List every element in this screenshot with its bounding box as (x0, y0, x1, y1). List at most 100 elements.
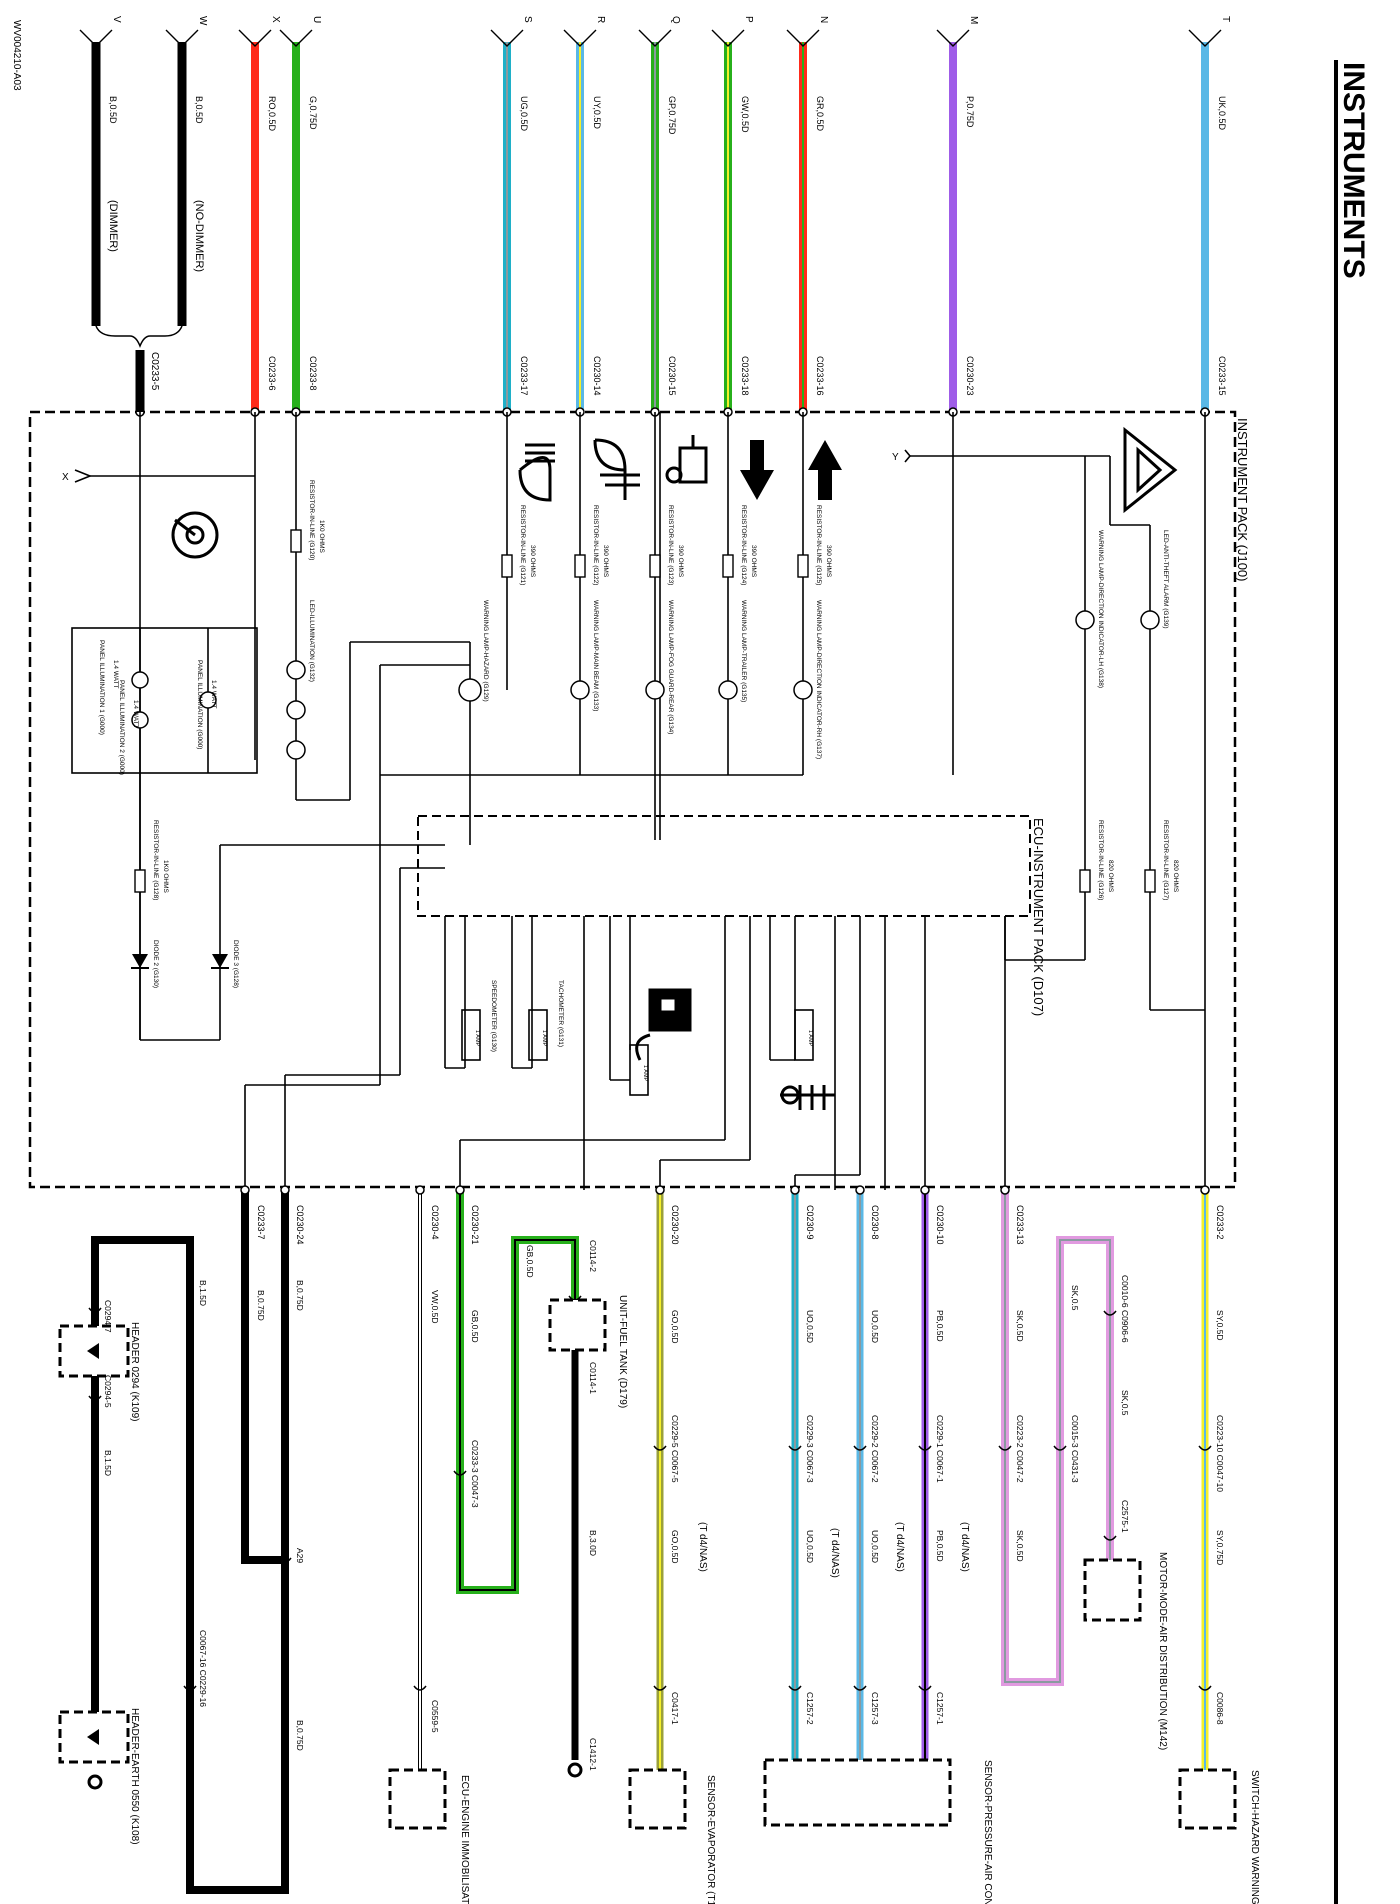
diode (212, 954, 228, 968)
lamp (570, 680, 590, 700)
resistor-value: 820 OHMS (1172, 860, 1179, 893)
wire-code-label: GB,0.5D (525, 1245, 535, 1278)
wire-code-label: SY,0.75D (1215, 1530, 1225, 1565)
splice-mark (653, 1445, 667, 1451)
lamp (718, 680, 738, 700)
connector-pin (455, 1185, 465, 1195)
diode (132, 954, 148, 968)
splice-mark (88, 1307, 102, 1313)
top-wire-letter: N (818, 16, 829, 23)
bottom-connector-label: C0230-8 (870, 1205, 880, 1240)
splice-mark (1103, 1310, 1117, 1316)
top-wire-code: GP,0.75D (667, 96, 677, 135)
panel-lamp-label: PANEL ILLUMINATION 2 (G000) (118, 680, 125, 775)
meter-value: 1 AMP (642, 1065, 648, 1082)
wire-code-label: VW,0.5D (430, 1290, 440, 1324)
splice-label: C0114-1 (588, 1362, 598, 1394)
lamp-label: WARNING LAMP-MAIN BEAM (G133) (592, 600, 599, 711)
splice-label: C0010-6 C0906-6 (1120, 1275, 1130, 1343)
wire-code-label: SK,0.5 (1070, 1285, 1080, 1311)
wire-break-mark (638, 29, 672, 47)
variant-note: (T d4/NAS) (959, 1522, 970, 1572)
top-wire-note: (DIMMER) (107, 200, 119, 252)
component-label: HEADER 0294 (K109) (129, 1322, 140, 1422)
fuel-wire-stripe (459, 1190, 576, 1591)
splice-mark (918, 1445, 932, 1451)
splice-mark (998, 1445, 1012, 1451)
pack-letter-x: X (62, 472, 69, 483)
resistor-label: RESISTOR-IN-LINE (G127) (1162, 820, 1169, 900)
top-wire-letter: Q (670, 16, 681, 24)
wire-code-label: B,0.75D (295, 1280, 305, 1311)
resistor (722, 554, 734, 578)
wire-break-mark (238, 29, 272, 47)
lamp-label: LED-ILLUMINATION (G132) (308, 600, 315, 682)
splice-label: C0294-5 (103, 1375, 113, 1408)
resistor (574, 554, 586, 578)
lamp-label: LED-ANTI-THEFT ALARM (G139) (1162, 530, 1169, 628)
bottom-wiring-group (58, 1185, 1237, 1894)
led (286, 740, 306, 760)
wire-code-label: UO,0.5D (870, 1530, 880, 1563)
led (286, 660, 306, 680)
top-wire-connector: C0233-17 (519, 356, 529, 396)
top-wire-letter: T (1220, 16, 1231, 22)
resistor-label: RESISTOR-IN-LINE (G125) (815, 505, 822, 585)
bottom-connector-label: C0233-7 (256, 1205, 266, 1240)
fog-lamp-icon (593, 438, 640, 500)
wire-code-label: UO,0.5D (805, 1530, 815, 1563)
bottom-connector-label: C0233-2 (1215, 1205, 1225, 1240)
top-wire-letter: W (197, 16, 208, 26)
wire-code-label: B,1.5D (198, 1280, 208, 1306)
top-wire-code: GW,0.5D (740, 96, 750, 133)
splice-mark (918, 1685, 932, 1691)
wire-break-mark (786, 29, 820, 47)
top-wire-note: (NO-DIMMER) (193, 200, 205, 272)
resistor-label: RESISTOR-IN-LINE (G123) (667, 505, 674, 585)
resistor-label: RESISTOR-IN-LINE (G120) (308, 480, 315, 560)
component-label: SENSOR-PRESSURE-AIR CONDITIONING (T283) (982, 1760, 993, 1904)
splice-mark (278, 1557, 292, 1563)
wire-code-label: SK,0.5 (1120, 1390, 1130, 1416)
splice-mark (653, 1685, 667, 1691)
page-title: INSTRUMENTS (1337, 62, 1370, 279)
splice-label: C0229-5 C0067-5 (670, 1415, 680, 1483)
pack-icons (171, 426, 1178, 1110)
lamp (793, 680, 813, 700)
component-label: UNIT-FUEL TANK (D179) (617, 1295, 628, 1408)
wire-break-mark (79, 29, 113, 47)
hazard-switch-box (1178, 1768, 1237, 1830)
top-wire-code: UK,0.5D (1217, 96, 1227, 131)
meter-value: 1 AMP (474, 1030, 480, 1047)
panel-lamp (131, 711, 149, 729)
lamp-label: WARNING LAMP-DIRECTION INDICATOR-LH (G13… (1097, 530, 1104, 688)
meter-label: SPEEDOMETER (G130) (490, 980, 497, 1052)
instrument-pack-box (28, 410, 1237, 1189)
resistor (1144, 869, 1156, 893)
splice-label: C0015-3 C0431-3 (1070, 1415, 1080, 1483)
resistor (649, 554, 661, 578)
meter-value: 1 AMP (541, 1030, 547, 1047)
splice-label: C0067-16 C0229-16 (198, 1630, 208, 1707)
top-wire-connector: C0230-15 (667, 356, 677, 396)
header-arrow (87, 1343, 99, 1359)
connector-pin (240, 1185, 250, 1195)
top-wire-connector: C0230-23 (965, 356, 975, 396)
bottom-connector-label: C0230-4 (430, 1205, 440, 1240)
wire-break-mark (563, 29, 597, 47)
component-label: HEADER-EARTH 0550 (K108) (129, 1708, 140, 1845)
lamp-label: WARNING LAMP-FOG GUARD-REAR (G134) (667, 600, 674, 734)
wire-code-label: UO,0.5D (805, 1310, 815, 1343)
splice-mark (853, 1445, 867, 1451)
component-label: SWITCH-HAZARD WARNING (S121) (1249, 1770, 1260, 1904)
connector-pin (655, 1185, 665, 1195)
resistor (501, 554, 513, 578)
bottom-connector-label: C0230-20 (670, 1205, 680, 1245)
dimmer-bracket: C0233-5 (95, 325, 183, 412)
splice-mark (88, 1395, 102, 1401)
splice-label: C0229-2 C0067-2 (870, 1415, 880, 1483)
header-arrow (87, 1729, 99, 1745)
wire-code-label: SK,0.5D (1015, 1530, 1025, 1562)
wire-code-label: B,0.75D (256, 1290, 266, 1321)
